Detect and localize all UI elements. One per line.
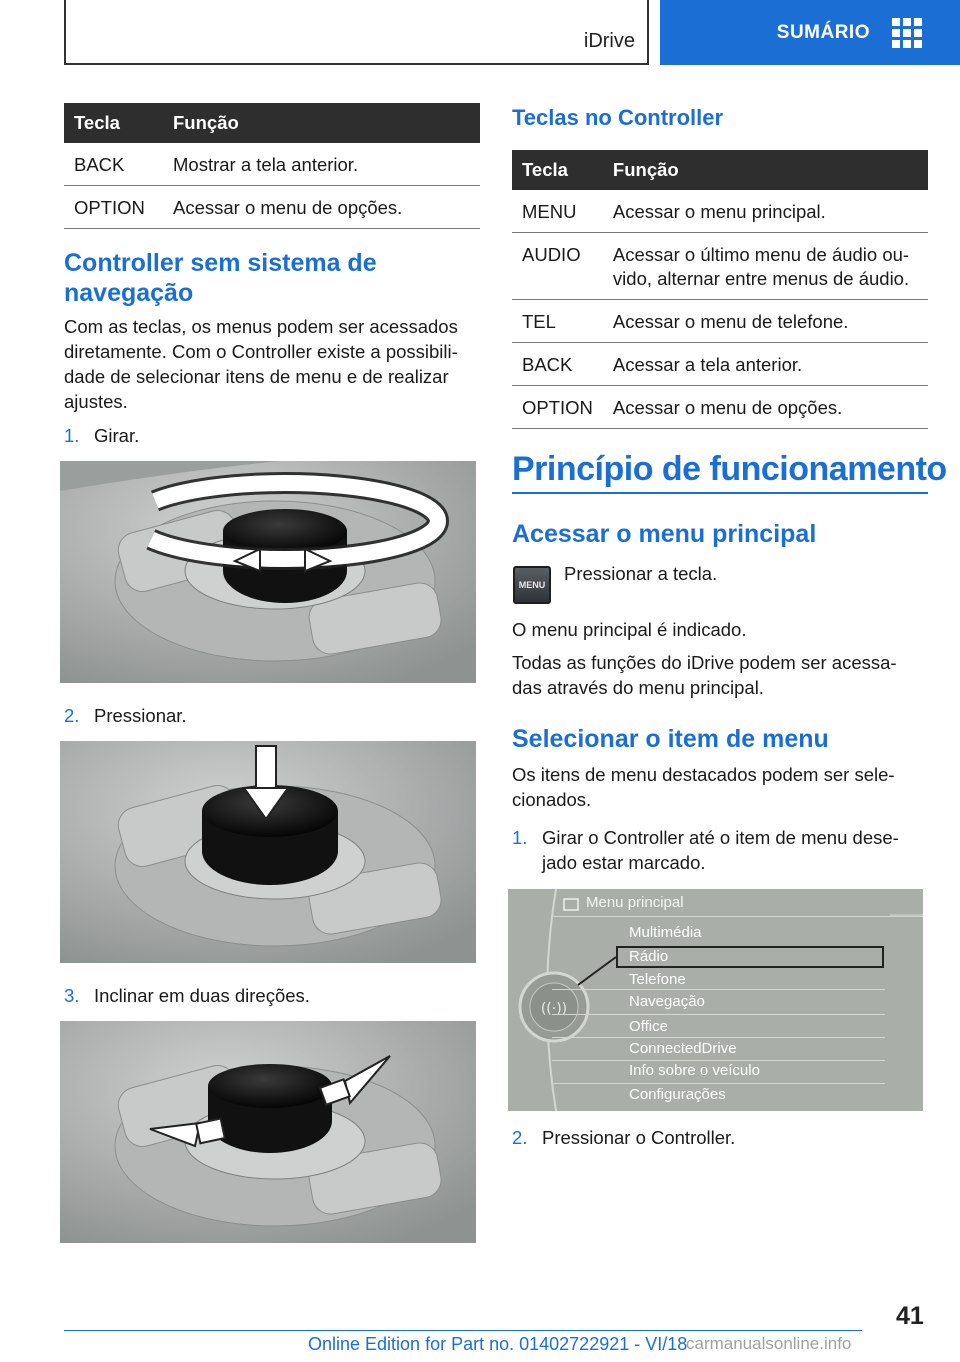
menu-key-icon: MENU: [513, 566, 551, 604]
menu-item[interactable]: Navegação: [629, 993, 705, 1010]
menu-selection-frame: [616, 946, 884, 968]
table-value: Acessar o último menu de áudio ou-vido, …: [602, 232, 928, 301]
menu-item[interactable]: Info sobre o veículo: [629, 1062, 760, 1079]
controller-tilt-image: [60, 1021, 476, 1243]
table-key: OPTION: [64, 185, 163, 230]
table-value: Acessar o menu de opções.: [602, 385, 928, 430]
menu-divider: [552, 916, 923, 917]
controller-intro: Com as teclas, os menus podem ser acessa…: [64, 316, 458, 413]
menu-item[interactable]: Multimédia: [629, 924, 702, 941]
table-value: Acessar o menu principal.: [602, 190, 928, 234]
table-key: TEL: [512, 299, 603, 344]
menu-item[interactable]: Telefone: [629, 971, 686, 988]
heading-rule: [512, 492, 928, 494]
selecionar-intro: Os itens de menu destacados podem ser se…: [512, 764, 895, 811]
step-text: Pressionar o Controller.: [542, 1127, 736, 1148]
table-value: Mostrar a tela anterior.: [163, 143, 480, 187]
table-row: TEL Acessar o menu de telefone.: [512, 299, 928, 344]
menu-item[interactable]: Configurações: [629, 1086, 726, 1103]
menu-divider: [552, 989, 885, 990]
step-item: 2. Pressionar o Controller.: [512, 1125, 922, 1150]
controller-rotate-image: [60, 461, 476, 683]
step-item: 2. Pressionar.: [64, 703, 480, 728]
step-number: 3.: [64, 985, 80, 1006]
table-value: Acessar o menu de opções.: [163, 185, 480, 230]
idrive-menu-screenshot: ((·)) Menu principal Multimédia Rádio Te…: [508, 889, 923, 1111]
table-key: AUDIO: [512, 232, 603, 301]
step-item: 1. Girar o Controller até o item de menu…: [512, 825, 922, 875]
menu-item[interactable]: ConnectedDrive: [629, 1040, 737, 1057]
table-row: BACK Mostrar a tela anterior.: [64, 143, 480, 187]
step-number: 1.: [512, 827, 528, 848]
header-section-title: iDrive: [583, 30, 635, 52]
acessar-p1: O menu principal é indicado.: [512, 619, 747, 640]
step-text: Girar o Controller até o item de menu de…: [542, 827, 899, 874]
table-key: MENU: [512, 190, 603, 234]
table-row: AUDIO Acessar o último menu de áudio ou-…: [512, 232, 928, 301]
press-key-text: Pressionar a tecla.: [564, 563, 718, 584]
step-item: 3. Inclinar em duas direções.: [64, 983, 480, 1008]
table-value: Acessar a tela anterior.: [602, 342, 928, 387]
menu-key-label: MENU: [518, 580, 546, 590]
menu-item-selected[interactable]: Rádio: [629, 948, 669, 965]
table-header-key: Tecla: [512, 150, 603, 190]
summary-button[interactable]: SUMÁRIO: [660, 0, 960, 65]
teclas-heading: Teclas no Controller: [512, 105, 724, 130]
step-text: Girar.: [94, 425, 140, 446]
svg-text:((·)): ((·)): [541, 1001, 567, 1017]
menu-title: Menu principal: [586, 894, 684, 911]
step-number: 2.: [64, 705, 80, 726]
page-number: 41: [896, 1302, 924, 1330]
menu-divider: [552, 1037, 885, 1038]
controller-heading: Controller sem sistema de navegação: [64, 249, 377, 307]
table-key: OPTION: [512, 385, 603, 430]
principio-heading: Princípio de funcionamento: [512, 450, 947, 488]
grid-menu-icon: [892, 17, 922, 48]
step-item: 1. Girar.: [64, 423, 480, 448]
step-text: Pressionar.: [94, 705, 187, 726]
step-text: Inclinar em duas direções.: [94, 985, 310, 1006]
table-header-function: Função: [163, 103, 480, 143]
menu-divider: [552, 1014, 885, 1015]
table-key: BACK: [512, 342, 603, 387]
table-row: OPTION Acessar o menu de opções.: [64, 185, 480, 230]
acessar-heading: Acessar o menu principal: [512, 520, 817, 548]
acessar-p2: Todas as funções do iDrive podem ser ace…: [512, 652, 897, 699]
summary-label: SUMÁRIO: [776, 21, 870, 43]
header-section-box: iDrive: [64, 0, 649, 65]
key-table-right: Tecla Função MENU Acessar o menu princip…: [512, 150, 928, 430]
step-number: 2.: [512, 1127, 528, 1148]
menu-divider: [552, 1083, 885, 1084]
watermark: carmanualsonline.info: [686, 1334, 852, 1353]
key-table-left: Tecla Função BACK Mostrar a tela anterio…: [64, 103, 480, 230]
selecionar-heading: Selecionar o item de menu: [512, 725, 829, 753]
table-row: OPTION Acessar o menu de opções.: [512, 385, 928, 430]
menu-divider: [552, 1060, 885, 1061]
menu-item[interactable]: Office: [629, 1018, 668, 1035]
step-number: 1.: [64, 425, 80, 446]
controller-press-image: [60, 741, 476, 963]
edition-text: Online Edition for Part no. 01402722921 …: [308, 1334, 688, 1354]
table-row: BACK Acessar a tela anterior.: [512, 342, 928, 387]
table-header-function: Função: [602, 150, 928, 190]
table-value: Acessar o menu de telefone.: [602, 299, 928, 344]
table-header-key: Tecla: [64, 103, 163, 143]
table-key: BACK: [64, 143, 163, 187]
table-row: MENU Acessar o menu principal.: [512, 190, 928, 234]
footer-rule: [64, 1330, 862, 1331]
